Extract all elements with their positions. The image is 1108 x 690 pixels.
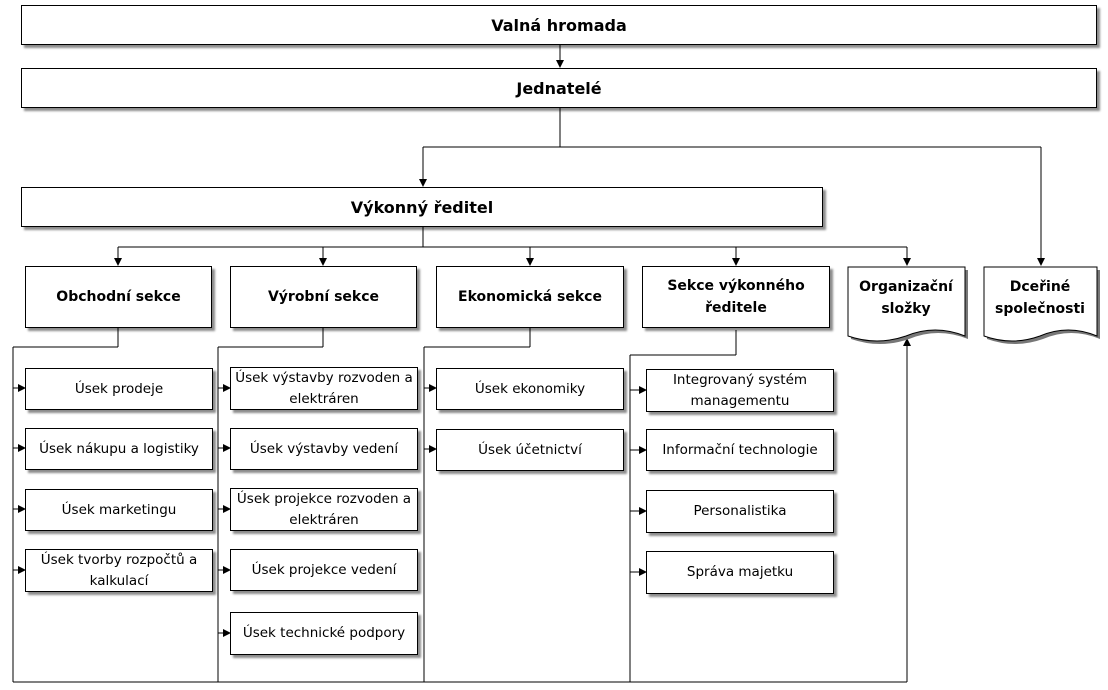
unit-line-design-label: Úsek projekce vedení	[251, 561, 397, 578]
unit-marketing: Úsek marketingu	[25, 489, 213, 531]
unit-hr-label: Personalistika	[693, 503, 787, 519]
unit-accounting: Úsek účetnictví	[436, 429, 624, 471]
unit-substation-construction: Úsek výstavby rozvoden a elektráren	[230, 367, 418, 410]
unit-accounting-label: Úsek účetnictví	[478, 441, 582, 458]
section-commercial-label: Obchodní sekce	[56, 289, 181, 305]
unit-sales: Úsek prodeje	[25, 368, 213, 410]
director-label: Výkonný ředitel	[350, 197, 494, 217]
unit-line-construction: Úsek výstavby vedení	[230, 428, 418, 470]
section-commercial: Obchodní sekce	[25, 266, 212, 328]
unit-sales-label: Úsek prodeje	[74, 380, 164, 397]
unit-budgets: Úsek tvorby rozpočtů a kalkulací	[25, 549, 213, 592]
unit-property: Správa majetku	[646, 551, 834, 594]
section-production-label: Výrobní sekce	[267, 289, 380, 305]
section-economic-label: Ekonomická sekce	[458, 289, 602, 305]
section-production: Výrobní sekce	[230, 266, 417, 328]
unit-technical-support: Úsek technické podpory	[230, 612, 418, 655]
unit-technical-support-label: Úsek technické podpory	[242, 625, 406, 641]
unit-economics-label: Úsek ekonomiky	[474, 380, 586, 397]
subsidiaries-label: Dceřiné společnosti	[995, 279, 1085, 317]
unit-line-design: Úsek projekce vedení	[230, 549, 418, 591]
section-director: Sekce výkonného ředitele	[642, 266, 830, 328]
unit-budgets-label: Úsek tvorby rozpočtů a kalkulací	[40, 551, 198, 589]
branches-label: Organizační složky	[859, 279, 953, 317]
unit-marketing-label: Úsek marketingu	[61, 501, 177, 518]
section-economic: Ekonomická sekce	[436, 266, 624, 328]
unit-property-label: Správa majetku	[686, 564, 794, 580]
subsidiaries-doc: Dceřiné společnosti	[983, 266, 1103, 346]
general-meeting-label: Valná hromada	[491, 15, 627, 35]
unit-management-system: Integrovaný systém managementu	[646, 369, 834, 412]
unit-economics: Úsek ekonomiky	[436, 368, 624, 410]
executives-box: Jednatelé	[21, 68, 1097, 108]
unit-management-system-label: Integrovaný systém managementu	[672, 371, 808, 409]
director-box: Výkonný ředitel	[21, 187, 823, 227]
executives-label: Jednatelé	[516, 78, 602, 98]
unit-it: Informační technologie	[646, 429, 834, 471]
unit-purchasing: Úsek nákupu a logistiky	[25, 428, 213, 470]
unit-line-construction-label: Úsek výstavby vedení	[249, 440, 399, 457]
unit-it-label: Informační technologie	[662, 441, 818, 458]
unit-hr: Personalistika	[646, 490, 834, 533]
unit-purchasing-label: Úsek nákupu a logistiky	[39, 440, 199, 457]
unit-substation-construction-label: Úsek výstavby rozvoden a elektráren	[235, 369, 413, 407]
unit-substation-design: Úsek projekce rozvoden a elektráren	[230, 488, 418, 531]
branches-doc: Organizační složky	[847, 266, 971, 346]
general-meeting-box: Valná hromada	[21, 5, 1097, 45]
section-director-label: Sekce výkonného ředitele	[667, 278, 805, 316]
unit-substation-design-label: Úsek projekce rozvoden a elektráren	[236, 490, 412, 528]
